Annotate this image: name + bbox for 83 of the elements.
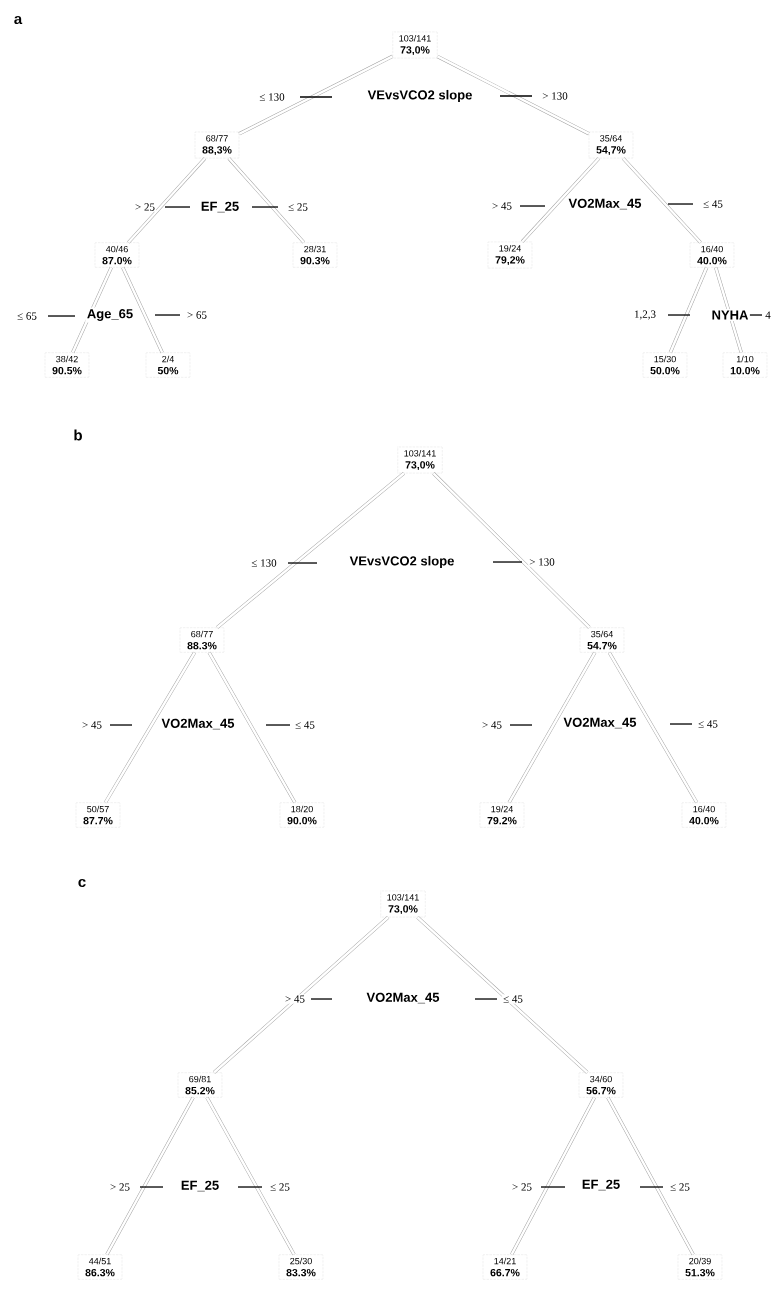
edge-label: > 25	[109, 1182, 131, 1192]
tree-node-box: 1/10 10.0%	[722, 352, 768, 378]
tree-node-box: 68/77 88.3%	[179, 627, 225, 653]
branch-line	[205, 1096, 296, 1256]
tree-node-box: 19/24 79.2%	[479, 802, 525, 828]
branch-line	[227, 157, 306, 244]
tree-node-box: 20/39 51.3%	[677, 1254, 723, 1280]
split-variable: Age_65	[85, 307, 135, 323]
split-variable: NYHA	[710, 309, 750, 321]
branch-line	[510, 1096, 596, 1256]
tree-node-box: 103/141 73,0%	[380, 890, 426, 918]
tree-node-box: 34/60 56.7%	[578, 1072, 624, 1098]
edge-label: > 25	[134, 202, 156, 212]
tree-node-box: 50/57 87.7%	[75, 802, 121, 828]
edge-label: ≤ 45	[502, 994, 524, 1004]
tree-node-box: 19/24 79,2%	[487, 241, 533, 269]
panel-letter: c	[78, 878, 86, 888]
tree-node-box: 68/77 88,3%	[194, 131, 240, 159]
panel-letter: a	[14, 15, 23, 25]
branch-line	[520, 157, 601, 243]
branch-line	[668, 266, 709, 354]
branch-line	[104, 651, 196, 804]
branch-line	[621, 157, 702, 244]
edge-label: ≤ 45	[294, 720, 316, 730]
edge-label: ≤ 130	[250, 558, 278, 568]
tree-node-box: 18/20 90.0%	[279, 802, 325, 828]
branch-line	[71, 266, 113, 354]
branch-line	[607, 651, 699, 804]
split-variable: EF_25	[199, 200, 241, 214]
edge-label: > 45	[284, 994, 306, 1004]
split-variable: VEvsVCO2 slope	[366, 88, 474, 104]
tree-node-box: 14/21 66.7%	[482, 1254, 528, 1280]
split-variable: EF_25	[580, 1178, 622, 1192]
panel-letter: b	[74, 429, 82, 441]
tree-node-box: 35/64 54.7%	[579, 627, 625, 653]
split-variable: VO2Max_45	[567, 197, 643, 211]
tree-node-box: 2/4 50%	[145, 352, 191, 378]
branch-line	[212, 916, 390, 1074]
tree-node-box: 16/40 40.0%	[689, 242, 735, 268]
split-variable: EF_25	[179, 1179, 221, 1193]
edge-label: > 65	[186, 310, 208, 320]
edge-label: 1,2,3	[633, 309, 657, 321]
branch-line	[216, 472, 405, 629]
edge-label: ≤ 65	[16, 311, 38, 321]
tree-node-box: 40/46 87.0%	[94, 242, 140, 268]
split-variable: VO2Max_45	[365, 991, 441, 1005]
branch-line	[127, 157, 207, 244]
edge-label: ≤ 130	[258, 92, 286, 102]
edge-label: ≤ 25	[287, 202, 309, 212]
branch-line	[416, 916, 589, 1074]
edge-label: > 45	[481, 720, 503, 730]
branch-line	[238, 54, 394, 136]
branch-line	[105, 1096, 195, 1256]
edge-label: > 45	[81, 720, 103, 730]
branch-line	[121, 266, 164, 354]
edge-label: ≤ 45	[702, 199, 724, 209]
branch-line	[207, 651, 297, 804]
branch-line	[714, 267, 743, 353]
tree-node-box: 28/31 90.3%	[292, 242, 338, 268]
edge-label: ≤ 25	[669, 1182, 691, 1192]
tree-node-box: 103/141 73,0%	[392, 31, 438, 59]
tree-node-box: 103/141 73,0%	[397, 446, 443, 474]
edge-label: 4	[764, 310, 772, 320]
edge-label: ≤ 45	[697, 719, 719, 729]
split-variable: VO2Max_45	[562, 716, 638, 730]
tree-node-box: 25/30 83.3%	[278, 1254, 324, 1280]
branch-line	[606, 1096, 695, 1256]
split-variable: VEvsVCO2 slope	[348, 554, 456, 570]
branch-line	[507, 651, 597, 804]
edge-label: > 130	[541, 91, 569, 101]
tree-node-box: 44/51 86.3%	[77, 1254, 123, 1280]
tree-node-box: 35/64 54,7%	[588, 131, 634, 159]
edge-label: > 130	[528, 557, 556, 567]
branch-line	[436, 55, 590, 136]
tree-node-box: 16/40 40.0%	[681, 802, 727, 828]
branch-line	[432, 472, 591, 629]
edge-label: > 25	[511, 1182, 533, 1192]
tree-node-box: 38/42 90.5%	[44, 352, 90, 378]
edge-label: ≤ 25	[269, 1182, 291, 1192]
edge-label: > 45	[491, 201, 513, 211]
tree-node-box: 69/81 85.2%	[177, 1072, 223, 1098]
tree-node-box: 15/30 50.0%	[642, 352, 688, 378]
split-variable: VO2Max_45	[160, 717, 236, 731]
